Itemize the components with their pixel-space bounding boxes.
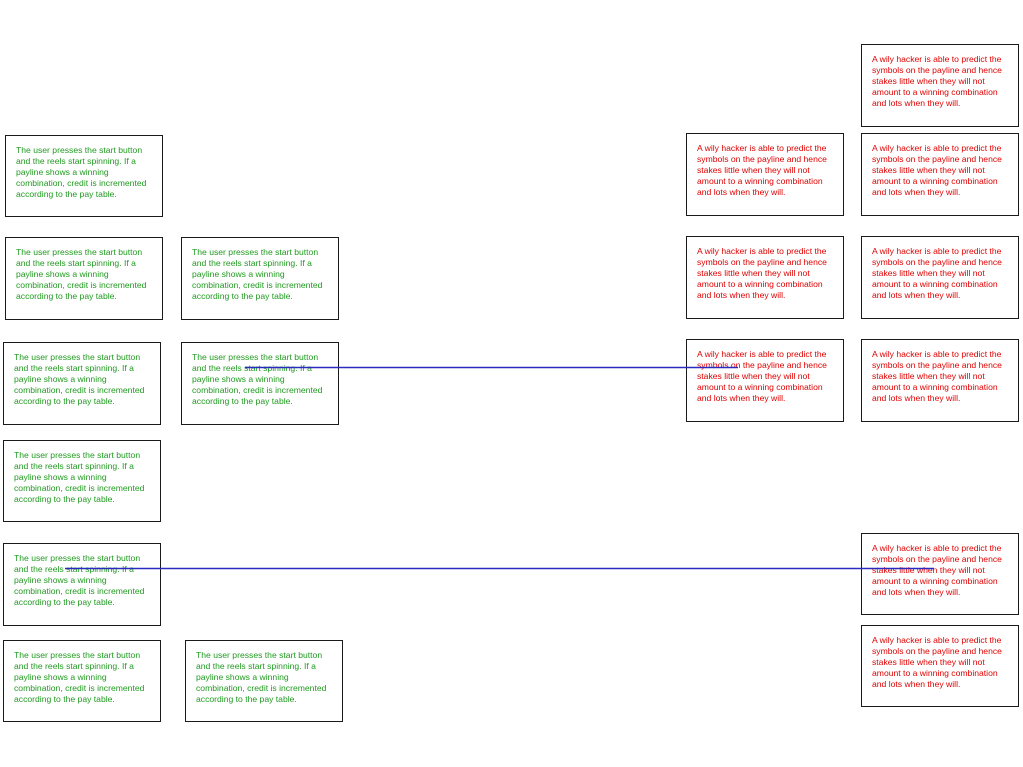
user-story-box-3: The user presses the start button and th…	[181, 237, 339, 320]
hacker-story-text: A wily hacker is able to predict the sym…	[697, 349, 827, 403]
hacker-story-text: A wily hacker is able to predict the sym…	[872, 143, 1002, 197]
hacker-story-box-3: A wily hacker is able to predict the sym…	[861, 133, 1019, 216]
hacker-story-box-1: A wily hacker is able to predict the sym…	[861, 44, 1019, 127]
user-story-text: The user presses the start button and th…	[14, 650, 145, 704]
hacker-story-box-6: A wily hacker is able to predict the sym…	[686, 339, 844, 422]
user-story-text: The user presses the start button and th…	[14, 553, 145, 607]
hacker-story-box-2: A wily hacker is able to predict the sym…	[686, 133, 844, 216]
user-story-box-1: The user presses the start button and th…	[5, 135, 163, 217]
user-story-text: The user presses the start button and th…	[196, 650, 327, 704]
user-story-text: The user presses the start button and th…	[14, 450, 145, 504]
user-story-text: The user presses the start button and th…	[14, 352, 145, 406]
user-story-box-4: The user presses the start button and th…	[3, 342, 161, 425]
hacker-story-text: A wily hacker is able to predict the sym…	[697, 143, 827, 197]
user-story-box-9: The user presses the start button and th…	[185, 640, 343, 722]
user-story-box-6: The user presses the start button and th…	[3, 440, 161, 522]
user-story-text: The user presses the start button and th…	[16, 145, 147, 199]
user-story-text: The user presses the start button and th…	[16, 247, 147, 301]
user-story-text: The user presses the start button and th…	[192, 352, 323, 406]
user-story-box-2: The user presses the start button and th…	[5, 237, 163, 320]
hacker-story-text: A wily hacker is able to predict the sym…	[697, 246, 827, 300]
user-story-box-8: The user presses the start button and th…	[3, 640, 161, 722]
hacker-story-text: A wily hacker is able to predict the sym…	[872, 635, 1002, 689]
user-story-box-5: The user presses the start button and th…	[181, 342, 339, 425]
hacker-story-text: A wily hacker is able to predict the sym…	[872, 246, 1002, 300]
hacker-story-box-8: A wily hacker is able to predict the sym…	[861, 533, 1019, 615]
hacker-story-box-4: A wily hacker is able to predict the sym…	[686, 236, 844, 319]
hacker-story-box-5: A wily hacker is able to predict the sym…	[861, 236, 1019, 319]
user-story-text: The user presses the start button and th…	[192, 247, 323, 301]
hacker-story-text: A wily hacker is able to predict the sym…	[872, 54, 1002, 108]
hacker-story-box-7: A wily hacker is able to predict the sym…	[861, 339, 1019, 422]
hacker-story-text: A wily hacker is able to predict the sym…	[872, 543, 1002, 597]
user-story-box-7: The user presses the start button and th…	[3, 543, 161, 626]
hacker-story-box-9: A wily hacker is able to predict the sym…	[861, 625, 1019, 707]
hacker-story-text: A wily hacker is able to predict the sym…	[872, 349, 1002, 403]
